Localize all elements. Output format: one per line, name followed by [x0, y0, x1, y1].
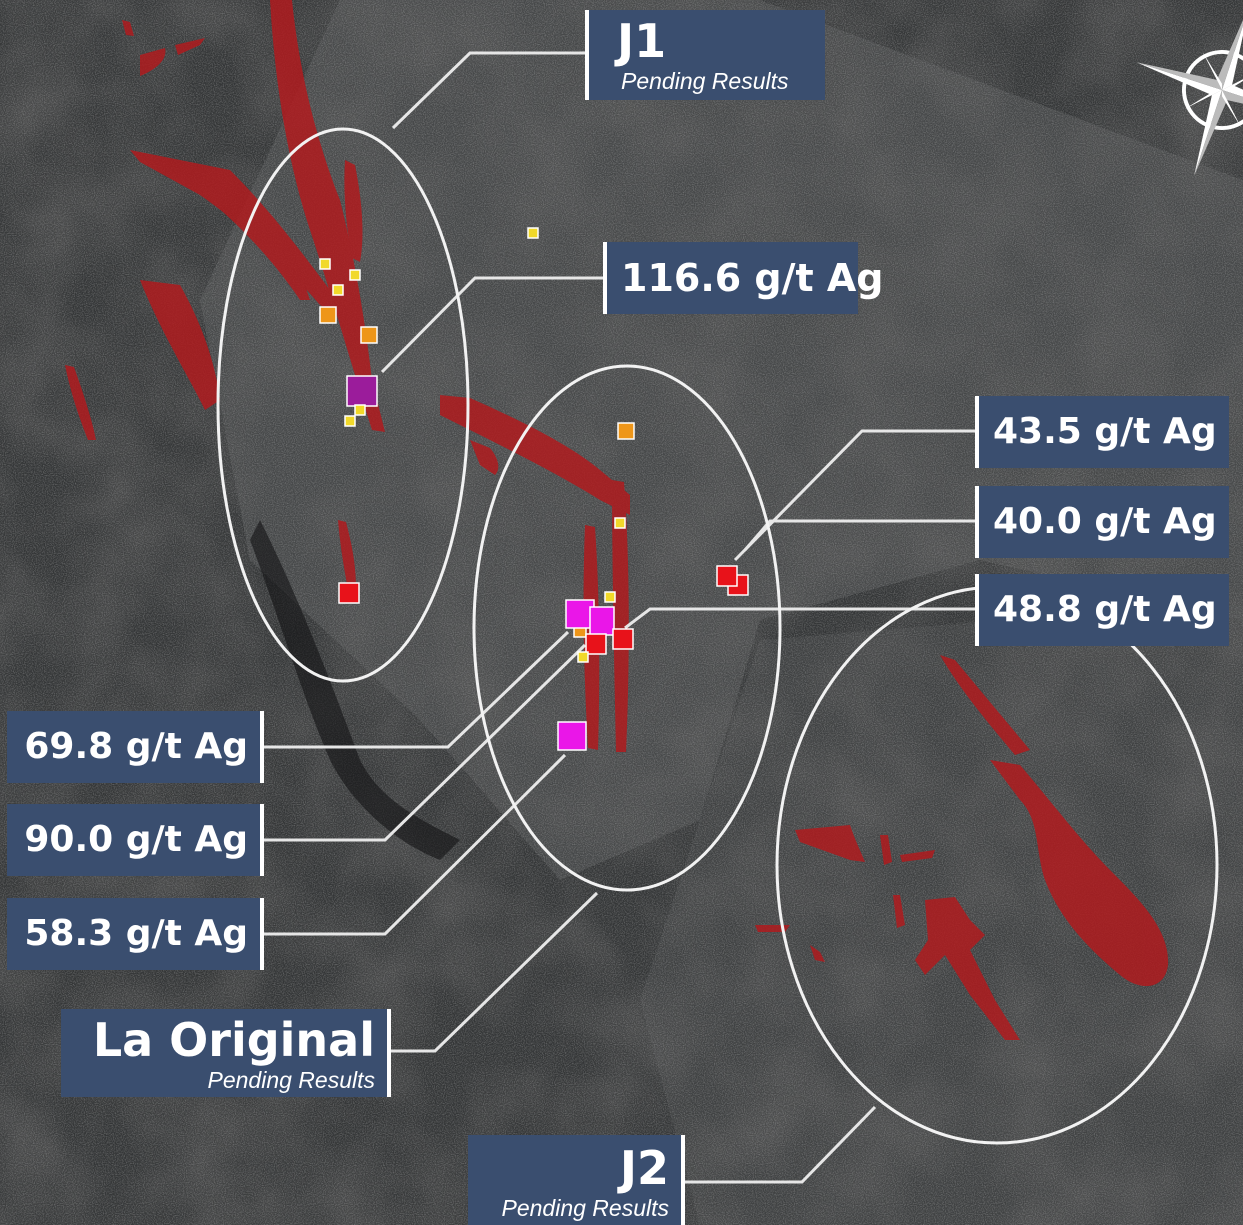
- sample-magenta-58: [557, 721, 587, 751]
- vein: [130, 150, 345, 320]
- zone-subtitle-j2: Pending Results: [501, 1195, 670, 1221]
- leader-a1: [380, 276, 604, 374]
- sample-yellow: [614, 517, 626, 529]
- zone-subtitle-la-original: Pending Results: [207, 1067, 376, 1093]
- sample-red-48: [612, 628, 634, 650]
- vein: [140, 280, 220, 410]
- vein: [810, 945, 825, 962]
- zone-title-la-original: La Original: [92, 1013, 375, 1067]
- assay-label-43-5: 43.5 g/t Ag: [975, 396, 1229, 468]
- sample-yellow: [354, 404, 366, 416]
- vein: [915, 897, 1020, 1040]
- assay-label-116-6: 116.6 g/t Ag: [603, 242, 884, 314]
- sample-yellow: [349, 269, 361, 281]
- sample-yellow: [332, 284, 344, 296]
- assay-label-69-8: 69.8 g/t Ag: [7, 711, 264, 783]
- vein: [440, 395, 630, 515]
- sample-orange: [319, 306, 337, 324]
- vein: [990, 760, 1169, 987]
- sample-yellow: [319, 258, 331, 270]
- sample-red-43: [716, 565, 738, 587]
- sample-red: [338, 582, 360, 604]
- vein: [122, 20, 134, 36]
- sample-magenta: [589, 606, 615, 636]
- leader-j2: [684, 1105, 877, 1184]
- compass-diag-sw: [1184, 90, 1222, 110]
- vein: [160, 160, 310, 300]
- compass-point-north-shade: [1216, 4, 1243, 90]
- leader-j1: [391, 51, 586, 130]
- compass-rose-icon: [1136, 4, 1243, 176]
- vein: [338, 520, 356, 590]
- vein: [344, 160, 363, 262]
- leader-a3: [743, 519, 976, 551]
- assay-label-90-0: 90.0 g/t Ag: [7, 804, 264, 876]
- leader-a2: [733, 429, 976, 562]
- vein: [470, 440, 499, 475]
- compass-diag-ne: [1222, 70, 1243, 90]
- dark-drainage: [250, 520, 460, 860]
- assay-label-58-3: 58.3 g/t Ag: [7, 898, 264, 970]
- sample-yellow: [577, 651, 589, 663]
- zone-label-la-original: La Original Pending Results: [61, 1009, 391, 1097]
- vein: [795, 825, 865, 862]
- vein: [893, 895, 905, 928]
- vein: [940, 655, 1030, 755]
- sample-markers: [319, 227, 749, 751]
- sample-orange: [617, 422, 635, 440]
- sample-purple-116: [346, 375, 378, 407]
- vein: [140, 48, 166, 76]
- compass-point-south-shade: [1194, 90, 1228, 176]
- mineralized-veins: [65, 0, 1169, 1040]
- ellipse-la-original: [472, 364, 782, 892]
- vein: [612, 480, 629, 752]
- sample-yellow: [604, 591, 616, 603]
- compass-point-west: [1136, 62, 1222, 96]
- leader-a5: [262, 630, 570, 749]
- zone-subtitle-j1: Pending Results: [621, 68, 789, 94]
- vein: [880, 835, 892, 865]
- vein: [175, 38, 205, 55]
- leader-lines: [262, 51, 976, 1184]
- sample-red-90: [585, 633, 607, 655]
- sample-yellow: [344, 415, 356, 427]
- leader-a6: [262, 643, 587, 842]
- ellipse-j1: [216, 127, 470, 683]
- zone-title-j2: J2: [619, 1141, 669, 1195]
- zone-title-j1: J1: [617, 14, 667, 68]
- leader-a7: [262, 753, 567, 936]
- assay-label-48-8: 48.8 g/t Ag: [975, 574, 1229, 646]
- leader-a4: [624, 607, 976, 630]
- vein: [900, 850, 935, 862]
- zone-label-j1: J1 Pending Results: [585, 10, 825, 100]
- sample-yellow: [527, 227, 539, 239]
- vein: [270, 0, 385, 432]
- vein: [65, 365, 96, 440]
- zone-label-j2: J2 Pending Results: [468, 1135, 685, 1225]
- leader-la-original: [390, 891, 599, 1053]
- assay-label-40-0: 40.0 g/t Ag: [975, 486, 1229, 558]
- sample-orange: [360, 326, 378, 344]
